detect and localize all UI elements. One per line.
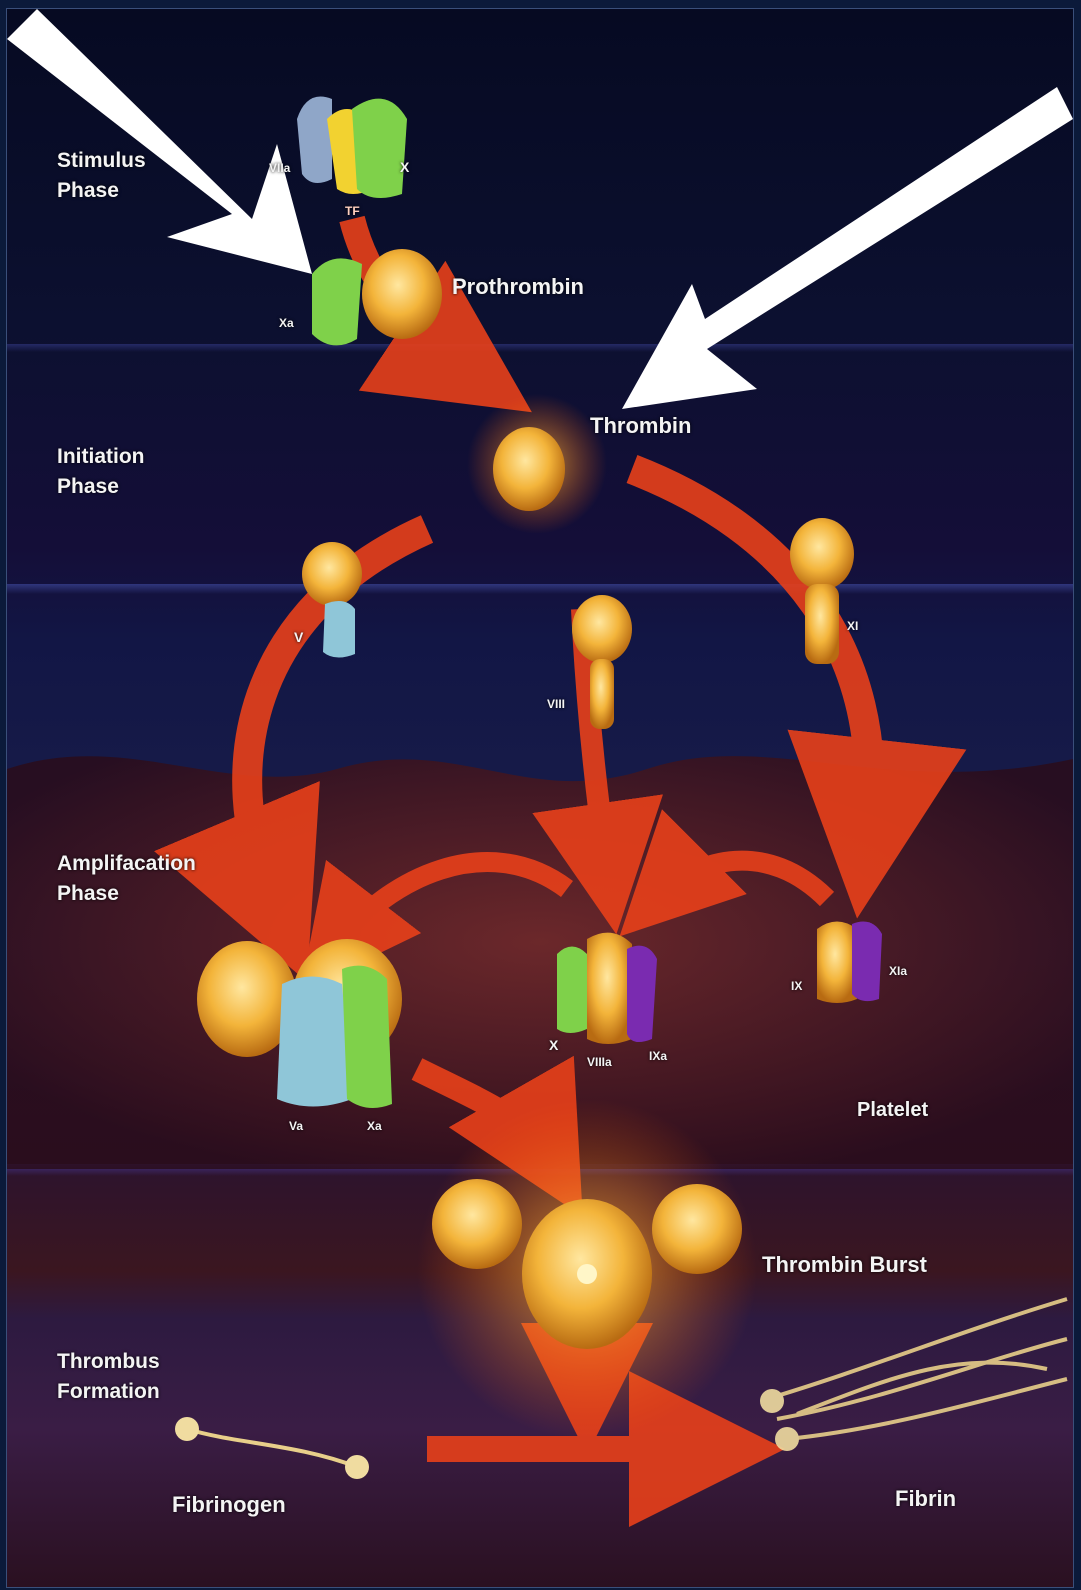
prothrombin-label: Prothrombin: [452, 274, 584, 300]
factor-label-va: Va: [289, 1119, 303, 1133]
fibrin-mesh: [760, 1299, 1067, 1451]
factor-label-xi: XI: [847, 619, 858, 633]
ix-xia-complex: [817, 922, 882, 1004]
factor-label-xa-prothrombinase: Xa: [367, 1119, 382, 1133]
pointer-arrow-prothrombin: [7, 9, 312, 274]
factor-label-viia: VIIa: [269, 161, 290, 175]
factor-label-viii: VIII: [547, 697, 565, 711]
factor-label-ix: IX: [791, 979, 802, 993]
fibrinogen-strand: [175, 1417, 369, 1479]
viia-tf-x-complex: [297, 97, 407, 199]
xa-prothrombin-complex: [312, 249, 442, 345]
pointer-arrows: [7, 9, 1073, 409]
fibrin-label: Fibrin: [895, 1486, 956, 1512]
illustration-graphics: [7, 9, 1073, 1587]
factor-label-xa: Xa: [279, 316, 294, 330]
fibrinogen-label: Fibrinogen: [172, 1492, 286, 1518]
factor-label-x-tenase: X: [549, 1037, 558, 1053]
factor-label-xia: XIa: [889, 964, 907, 978]
factor-label-x: X: [400, 159, 409, 175]
tenase-complex: [557, 933, 657, 1044]
thrombin-burst-label: Thrombin Burst: [762, 1252, 927, 1278]
platelet-label: Platelet: [857, 1099, 928, 1122]
factor-label-viiia: VIIIa: [587, 1055, 612, 1069]
thrombin-label: Thrombin: [590, 413, 691, 439]
factor-label-tf: TF: [345, 204, 360, 218]
factor-label-ixa: IXa: [649, 1049, 667, 1063]
factor-label-v: V: [294, 629, 303, 645]
pointer-arrow-thrombin: [622, 87, 1073, 409]
thrombin-molecule: [493, 427, 565, 511]
